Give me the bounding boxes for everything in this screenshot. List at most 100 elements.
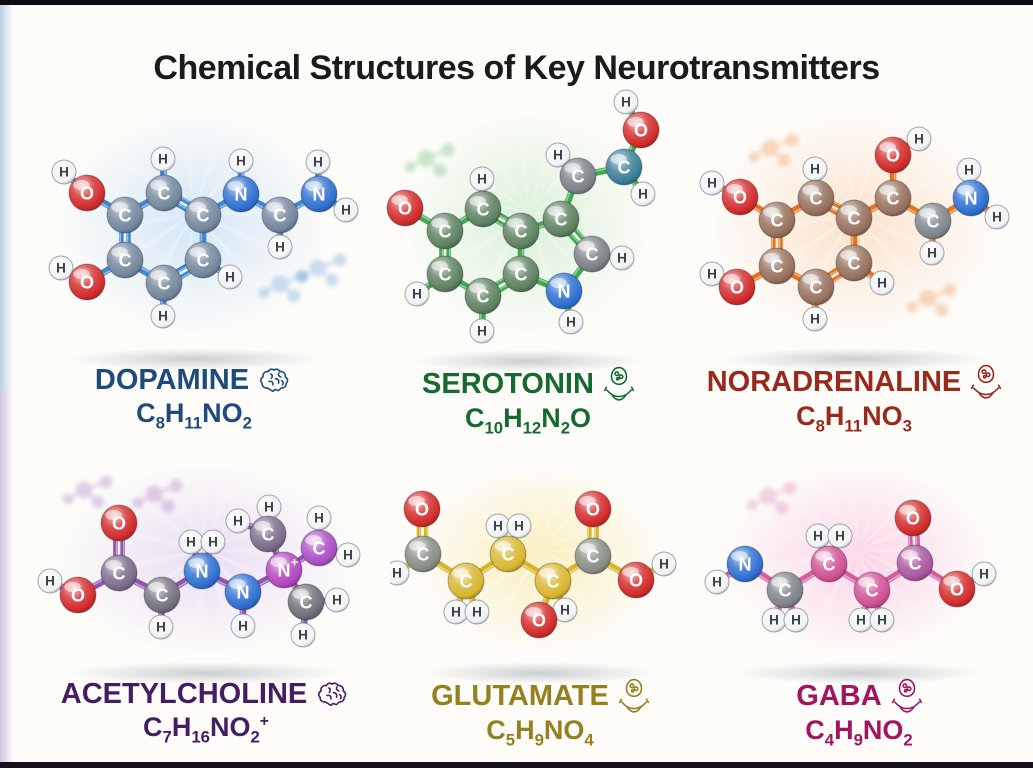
svg-text:C: C bbox=[909, 553, 922, 573]
svg-text:C: C bbox=[113, 563, 126, 583]
svg-text:C: C bbox=[555, 209, 568, 229]
svg-text:N: N bbox=[313, 184, 326, 204]
svg-text:H: H bbox=[225, 270, 235, 285]
svg-text:O: O bbox=[112, 513, 126, 533]
molecule-name: ACETYLCHOLINE bbox=[60, 678, 308, 710]
page-title: Chemical Structures of Key Neurotransmit… bbox=[153, 48, 880, 87]
svg-text:H: H bbox=[707, 267, 717, 282]
molecule-name: NORADRENALINE bbox=[706, 365, 962, 398]
svg-text:C: C bbox=[586, 244, 599, 264]
svg-text:C: C bbox=[848, 253, 861, 273]
svg-text:C: C bbox=[477, 199, 490, 219]
molecule-label: SEROTONIN bbox=[378, 366, 678, 402]
svg-text:H: H bbox=[621, 95, 631, 110]
svg-text:H: H bbox=[477, 324, 487, 339]
svg-text:H: H bbox=[493, 519, 503, 534]
svg-text:H: H bbox=[810, 162, 820, 177]
svg-text:H: H bbox=[236, 154, 246, 169]
svg-text:H: H bbox=[856, 613, 866, 628]
svg-text:O: O bbox=[415, 499, 429, 519]
svg-text:C: C bbox=[300, 592, 313, 612]
svg-text:N: N bbox=[196, 561, 209, 581]
svg-text:C: C bbox=[771, 210, 784, 230]
svg-text:H: H bbox=[877, 613, 887, 628]
molecule-formula: C7H16NO2+ bbox=[143, 712, 269, 747]
svg-text:H: H bbox=[472, 605, 482, 620]
svg-text:O: O bbox=[398, 198, 412, 218]
svg-text:H: H bbox=[835, 529, 845, 544]
svg-text:H: H bbox=[158, 152, 168, 167]
svg-text:N: N bbox=[278, 560, 291, 580]
svg-text:H: H bbox=[514, 519, 524, 534]
molecule-name: DOPAMINE bbox=[94, 364, 250, 396]
svg-text:H: H bbox=[964, 163, 974, 178]
svg-text:O: O bbox=[71, 585, 85, 605]
svg-text:H: H bbox=[412, 287, 422, 302]
svg-text:O: O bbox=[733, 187, 747, 207]
svg-text:N: N bbox=[965, 188, 978, 208]
svg-text:H: H bbox=[56, 261, 66, 276]
svg-text:H: H bbox=[208, 535, 218, 550]
brain-icon bbox=[317, 681, 351, 709]
svg-text:H: H bbox=[791, 613, 801, 628]
top-border-bar bbox=[0, 0, 1033, 5]
brain-icon bbox=[259, 367, 293, 395]
svg-text:H: H bbox=[343, 548, 353, 563]
svg-text:H: H bbox=[769, 613, 779, 628]
svg-text:H: H bbox=[992, 210, 1002, 225]
svg-text:C: C bbox=[274, 205, 287, 225]
svg-text:H: H bbox=[314, 511, 324, 526]
svg-text:C: C bbox=[119, 250, 132, 270]
svg-text:O: O bbox=[80, 272, 94, 292]
molecule-formula: C10H12N2O bbox=[464, 403, 592, 438]
svg-text:H: H bbox=[451, 605, 461, 620]
molecule-name: GLUTAMATE bbox=[431, 679, 609, 712]
svg-text:H: H bbox=[313, 155, 323, 170]
svg-text:H: H bbox=[477, 172, 487, 187]
svg-text:H: H bbox=[59, 165, 69, 180]
svg-text:C: C bbox=[439, 264, 452, 284]
synapse-icon bbox=[891, 678, 922, 714]
svg-text:C: C bbox=[502, 544, 515, 564]
svg-text:H: H bbox=[810, 312, 820, 327]
molecule-formula: C4H9NO2 bbox=[805, 715, 913, 750]
svg-text:+: + bbox=[291, 555, 299, 570]
svg-text:C: C bbox=[618, 157, 631, 177]
svg-text:H: H bbox=[341, 203, 351, 218]
svg-text:C: C bbox=[887, 188, 900, 208]
molecule-formula: C8H11NO2 bbox=[136, 398, 252, 433]
svg-text:C: C bbox=[439, 221, 452, 241]
svg-text:N: N bbox=[739, 554, 752, 574]
svg-text:H: H bbox=[392, 566, 402, 581]
svg-text:H: H bbox=[566, 315, 576, 330]
svg-text:H: H bbox=[233, 514, 243, 529]
synapse-icon bbox=[971, 364, 1002, 400]
svg-text:H: H bbox=[45, 574, 55, 589]
svg-text:C: C bbox=[866, 580, 879, 600]
molecule-label: GABA bbox=[698, 678, 1020, 714]
svg-text:H: H bbox=[332, 593, 342, 608]
svg-text:C: C bbox=[119, 205, 132, 225]
svg-text:O: O bbox=[886, 145, 900, 165]
svg-text:H: H bbox=[238, 619, 248, 634]
svg-text:H: H bbox=[877, 276, 887, 291]
svg-text:C: C bbox=[477, 286, 490, 306]
svg-text:C: C bbox=[313, 538, 326, 558]
svg-text:C: C bbox=[547, 571, 560, 591]
svg-text:C: C bbox=[156, 585, 169, 605]
svg-text:C: C bbox=[587, 546, 600, 566]
svg-text:C: C bbox=[515, 221, 528, 241]
svg-text:O: O bbox=[634, 120, 648, 140]
svg-text:C: C bbox=[810, 277, 823, 297]
svg-text:H: H bbox=[553, 148, 563, 163]
svg-text:H: H bbox=[813, 529, 823, 544]
